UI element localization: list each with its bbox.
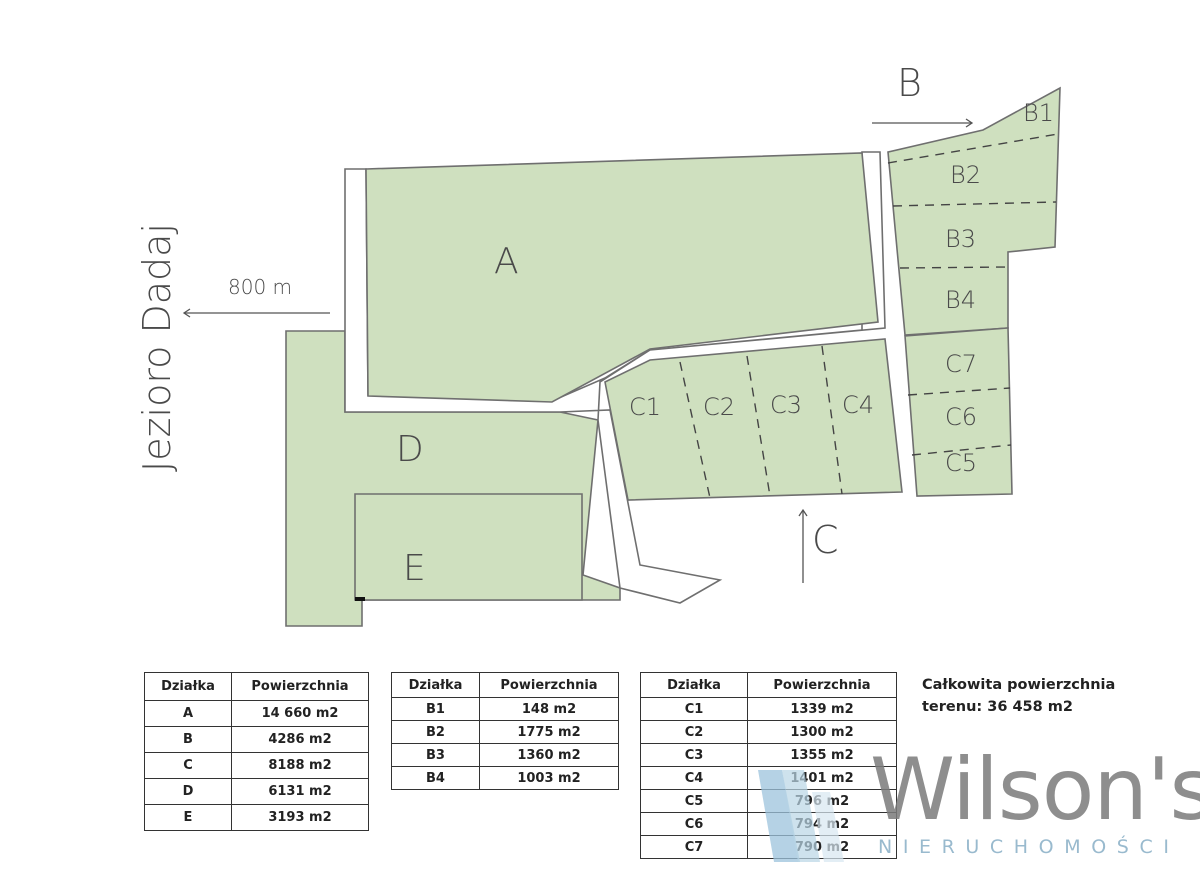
divider-c2-c3 xyxy=(746,355,771,497)
logo-tagline: NIERUCHOMOŚCI xyxy=(878,836,1180,858)
arrow-b-head xyxy=(965,118,974,128)
cell-area: 1360 m2 xyxy=(479,743,619,767)
parcel-c4-label: C4 xyxy=(842,391,874,419)
distance-label: 800 m xyxy=(228,275,292,299)
divider-c7-c6 xyxy=(907,387,1011,396)
cell-parcel: C6 xyxy=(640,812,748,836)
parcel-b4-label: B4 xyxy=(945,286,976,314)
cell-area: 1300 m2 xyxy=(747,720,897,744)
cell-parcel: B1 xyxy=(391,697,480,721)
arrow-to-lake-head xyxy=(182,308,191,318)
divider-b3-b4 xyxy=(899,266,1009,269)
cell-parcel: C3 xyxy=(640,743,748,767)
parcel-e[interactable] xyxy=(354,493,583,601)
cell-area: 6131 m2 xyxy=(231,778,369,805)
cell-parcel: B4 xyxy=(391,766,480,790)
divider-b2-b3 xyxy=(892,201,1057,207)
cell-area: 4286 m2 xyxy=(231,726,369,753)
arrow-c-head xyxy=(798,508,808,517)
parcel-d-label: D xyxy=(396,429,424,470)
cell-area: 14 660 m2 xyxy=(231,700,369,727)
cell-area: 1003 m2 xyxy=(479,766,619,790)
divider-c3-c4 xyxy=(821,345,843,495)
total-area-line2: terenu: 36 458 m2 xyxy=(922,699,1073,715)
cell-parcel: C7 xyxy=(640,835,748,859)
parcel-c6-label: C6 xyxy=(945,403,977,431)
parcel-c7-label: C7 xyxy=(945,350,977,378)
total-area-line1: Całkowita powierzchnia xyxy=(922,677,1116,693)
parcel-c2-label: C2 xyxy=(703,393,735,421)
parcel-b-block[interactable] xyxy=(887,86,1061,336)
table-header-row: Działka Powierzchnia xyxy=(640,672,897,698)
cell-parcel: E xyxy=(144,804,232,831)
table-header-row: Działka Powierzchnia xyxy=(391,672,619,698)
parcel-e-label: E xyxy=(403,548,426,589)
cell-parcel: C xyxy=(144,752,232,779)
column-header-area: Powierzchnia xyxy=(231,672,369,701)
table-header-row: Działka Powierzchnia xyxy=(144,672,369,701)
column-header-area: Powierzchnia xyxy=(747,672,897,698)
divider-b1-b2 xyxy=(887,133,1059,164)
marker-square xyxy=(355,597,365,601)
cell-parcel: C1 xyxy=(640,697,748,721)
cell-parcel: D xyxy=(144,778,232,805)
logo-wordmark: Wilson's xyxy=(870,740,1200,840)
parcel-a-label: A xyxy=(494,241,519,282)
parcel-b3-label: B3 xyxy=(945,225,976,253)
divider-c6-c5 xyxy=(911,444,1012,456)
parcel-c-left[interactable] xyxy=(604,338,903,501)
total-area-note: Całkowita powierzchnia terenu: 36 458 m2 xyxy=(922,674,1142,718)
cell-area: 3193 m2 xyxy=(231,804,369,831)
lake-label: Jezioro Dadaj xyxy=(135,223,179,472)
cell-parcel: A xyxy=(144,700,232,727)
parcel-b2-label: B2 xyxy=(950,161,981,189)
parcel-b1-label: B1 xyxy=(1023,99,1054,127)
column-header-area: Powierzchnia xyxy=(479,672,619,698)
cell-area: 148 m2 xyxy=(479,697,619,721)
column-header-parcel: Działka xyxy=(144,672,232,701)
parcel-c3-label: C3 xyxy=(770,391,802,419)
parcel-c-right[interactable] xyxy=(904,327,1013,497)
column-header-parcel: Działka xyxy=(640,672,748,698)
arrow-b-label: B xyxy=(897,61,922,105)
cell-area: 8188 m2 xyxy=(231,752,369,779)
logo-mark-icon xyxy=(758,770,844,862)
parcel-c1-label: C1 xyxy=(629,393,661,421)
cell-parcel: C5 xyxy=(640,789,748,813)
parcel-a[interactable] xyxy=(365,152,879,403)
divider-c1-c2 xyxy=(679,361,711,499)
wilsons-logo: Wilson's NIERUCHOMOŚCI xyxy=(752,740,1200,872)
column-header-parcel: Działka xyxy=(391,672,480,698)
cell-parcel: C2 xyxy=(640,720,748,744)
arrow-c-label: C xyxy=(812,518,839,562)
parcel-c5-label: C5 xyxy=(945,449,977,477)
site-plan: Jezioro Dadaj 800 m B C A D E B1 B2 B3 B… xyxy=(135,61,1061,627)
cell-area: 1775 m2 xyxy=(479,720,619,744)
cell-parcel: B3 xyxy=(391,743,480,767)
cell-parcel: C4 xyxy=(640,766,748,790)
cell-area: 1339 m2 xyxy=(747,697,897,721)
cell-parcel: B xyxy=(144,726,232,753)
cell-parcel: B2 xyxy=(391,720,480,744)
